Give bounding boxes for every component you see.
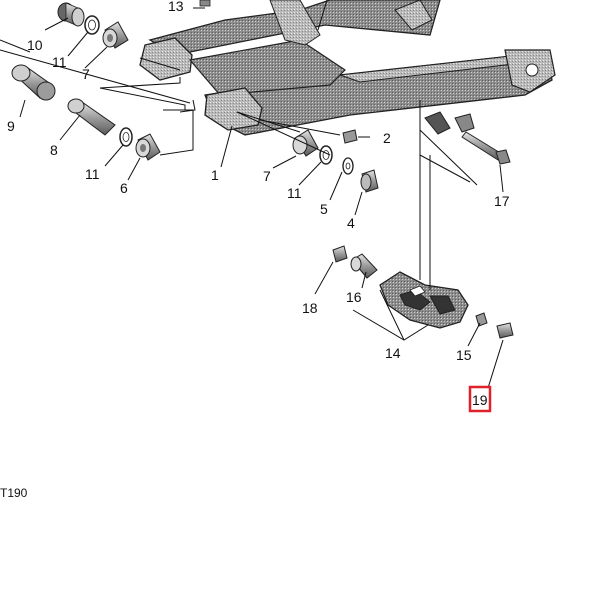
- callout-11: 11: [85, 166, 100, 182]
- callout-19-highlight[interactable]: 19: [468, 385, 492, 413]
- part-11-washer: [319, 145, 333, 165]
- callout-10: 10: [27, 37, 43, 53]
- callout-16: 16: [346, 289, 362, 305]
- part-7-collar-top: [102, 21, 129, 49]
- callout-17: 17: [494, 193, 510, 209]
- callout-14: 14: [385, 345, 401, 361]
- part-16-spacer: [350, 253, 378, 279]
- callout-13: 13: [168, 0, 184, 14]
- callout-11: 11: [52, 54, 67, 70]
- part-15-washer: [475, 312, 488, 327]
- highlight-box: [468, 385, 492, 413]
- callout-11: 11: [287, 185, 302, 201]
- part-8-pivot-shaft: [67, 98, 116, 136]
- part-7-collar: [292, 129, 319, 157]
- callout-9: 9: [7, 118, 15, 134]
- leader-lines: [0, 0, 504, 389]
- swingarm: [139, 0, 556, 136]
- callout-15: 15: [456, 347, 472, 363]
- part-11-washer-mid: [119, 127, 133, 147]
- callout-2: 2: [383, 130, 391, 146]
- part-4-nut: [360, 169, 379, 193]
- part-9-shaft: [11, 64, 56, 101]
- page-code: T190: [0, 486, 28, 500]
- callout-19: 19: [472, 392, 488, 408]
- part-14-chain-guide: [379, 271, 469, 329]
- callout-5: 5: [320, 201, 328, 217]
- part-10-bushing: [57, 2, 85, 27]
- callout-6: 6: [120, 180, 128, 196]
- callout-18: 18: [302, 300, 318, 316]
- part-19-bolt: [496, 322, 514, 339]
- callout-7: 7: [82, 66, 90, 82]
- callout-7: 7: [263, 168, 271, 184]
- part-2-bolt: [342, 129, 358, 144]
- part-17-bolt: [461, 131, 511, 165]
- callout-8: 8: [50, 142, 58, 158]
- callout-4: 4: [347, 215, 355, 231]
- part-11-washer-top: [84, 15, 100, 35]
- callout-1: 1: [211, 167, 219, 183]
- part-5-washer: [342, 157, 354, 175]
- callout-labels: 13 10 11 7 9 8 11 6 1 7 11 5 4 2 17 18 1…: [7, 0, 510, 363]
- part-6-collar: [135, 133, 161, 161]
- part-18-nut: [332, 245, 348, 263]
